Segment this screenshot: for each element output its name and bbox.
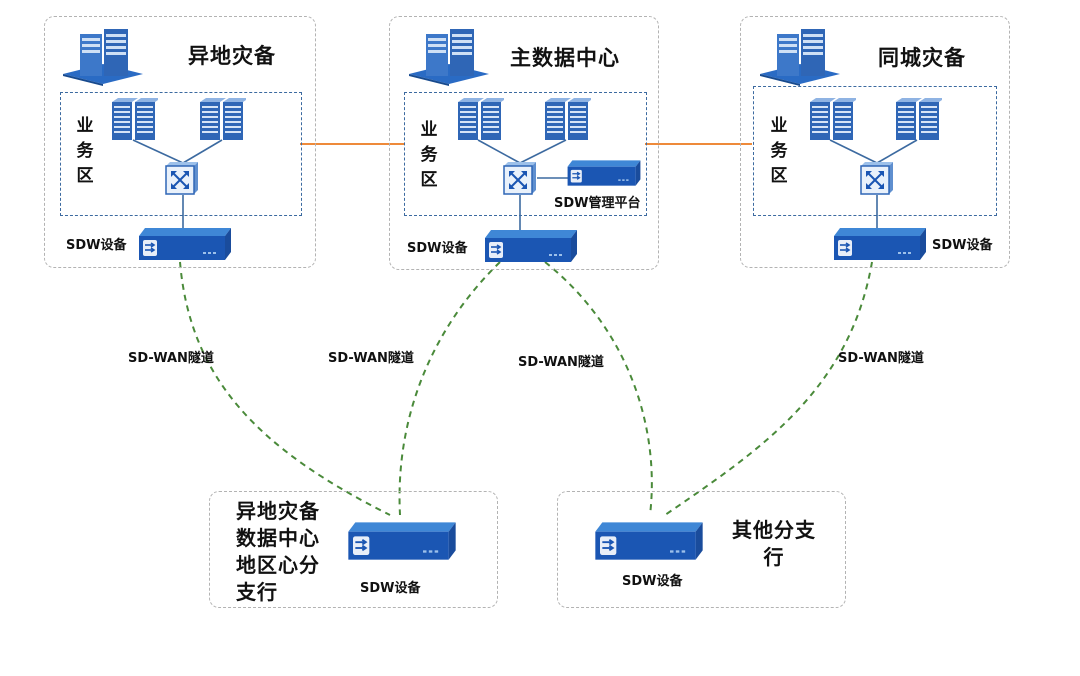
- branch-title-line: 数据中心: [236, 526, 320, 550]
- datacenter-icon: [755, 26, 845, 86]
- site-title: 同城灾备: [878, 46, 966, 70]
- datacenter-icon: [58, 26, 148, 86]
- tunnel-path: [179, 261, 391, 516]
- zone-label: 业务区: [420, 120, 438, 190]
- site-title: 异地灾备: [188, 44, 276, 68]
- server-icon: [198, 98, 246, 142]
- link-server-switch: [477, 139, 521, 164]
- site-local-dr: [740, 16, 1010, 268]
- business-zone-main-dc: [404, 92, 647, 216]
- tunnel-label: SD-WAN隧道: [328, 351, 414, 366]
- branch-other: [557, 491, 846, 608]
- zone-label: 业务区: [770, 116, 788, 186]
- device-label: SDW设备: [66, 238, 127, 253]
- link-server-switch: [829, 139, 878, 164]
- branch-title-line: 支行: [236, 580, 278, 604]
- tunnel-label: SD-WAN隧道: [128, 351, 214, 366]
- server-icon: [456, 98, 504, 142]
- site-title: 主数据中心: [510, 46, 620, 70]
- server-icon: [543, 98, 591, 142]
- branch-title-line: 异地灾备: [236, 499, 320, 523]
- device-label: SDW设备: [622, 574, 683, 589]
- business-zone-local-dr: [753, 86, 997, 216]
- site-remote-dr: [44, 16, 316, 268]
- zone-label: 业务区: [76, 116, 94, 186]
- datacenter-icon: [404, 26, 494, 86]
- link-server-switch: [519, 139, 567, 164]
- tunnel-label: SD-WAN隧道: [518, 355, 604, 370]
- tunnel-path: [664, 261, 873, 516]
- sdw-device-icon: [593, 520, 705, 562]
- branch-regional: [209, 491, 498, 608]
- server-icon: [110, 98, 158, 142]
- link-server-switch: [876, 139, 918, 164]
- switch-icon: [859, 160, 895, 196]
- mgmt-platform-label: SDW管理平台: [554, 196, 641, 211]
- sdw-device-icon: [137, 226, 233, 262]
- switch-icon: [502, 160, 538, 196]
- sdw-mgmt-icon: [566, 158, 642, 188]
- sdw-device-icon: [832, 226, 928, 262]
- switch-icon: [164, 160, 200, 196]
- link-server-switch: [182, 139, 223, 164]
- business-zone-remote-dr: [60, 92, 302, 216]
- sdw-device-icon: [346, 520, 458, 562]
- tunnel-label: SD-WAN隧道: [838, 351, 924, 366]
- tunnel-path: [544, 261, 653, 516]
- server-icon: [808, 98, 856, 142]
- tunnel-path: [398, 261, 501, 516]
- server-icon: [894, 98, 942, 142]
- device-label: SDW设备: [360, 581, 421, 596]
- device-label: SDW设备: [407, 241, 468, 256]
- branch-title-line: 地区心分: [236, 553, 320, 577]
- link-server-switch: [132, 139, 184, 164]
- branch-title-line: 其他分支: [732, 518, 816, 542]
- branch-title: 其他分支 行: [732, 517, 816, 571]
- branch-title-line: 行: [763, 545, 785, 569]
- branch-title: 异地灾备 数据中心 地区心分 支行: [236, 498, 320, 606]
- sdw-device-icon: [483, 228, 579, 264]
- device-label: SDW设备: [932, 238, 993, 253]
- site-main-dc: [389, 16, 659, 270]
